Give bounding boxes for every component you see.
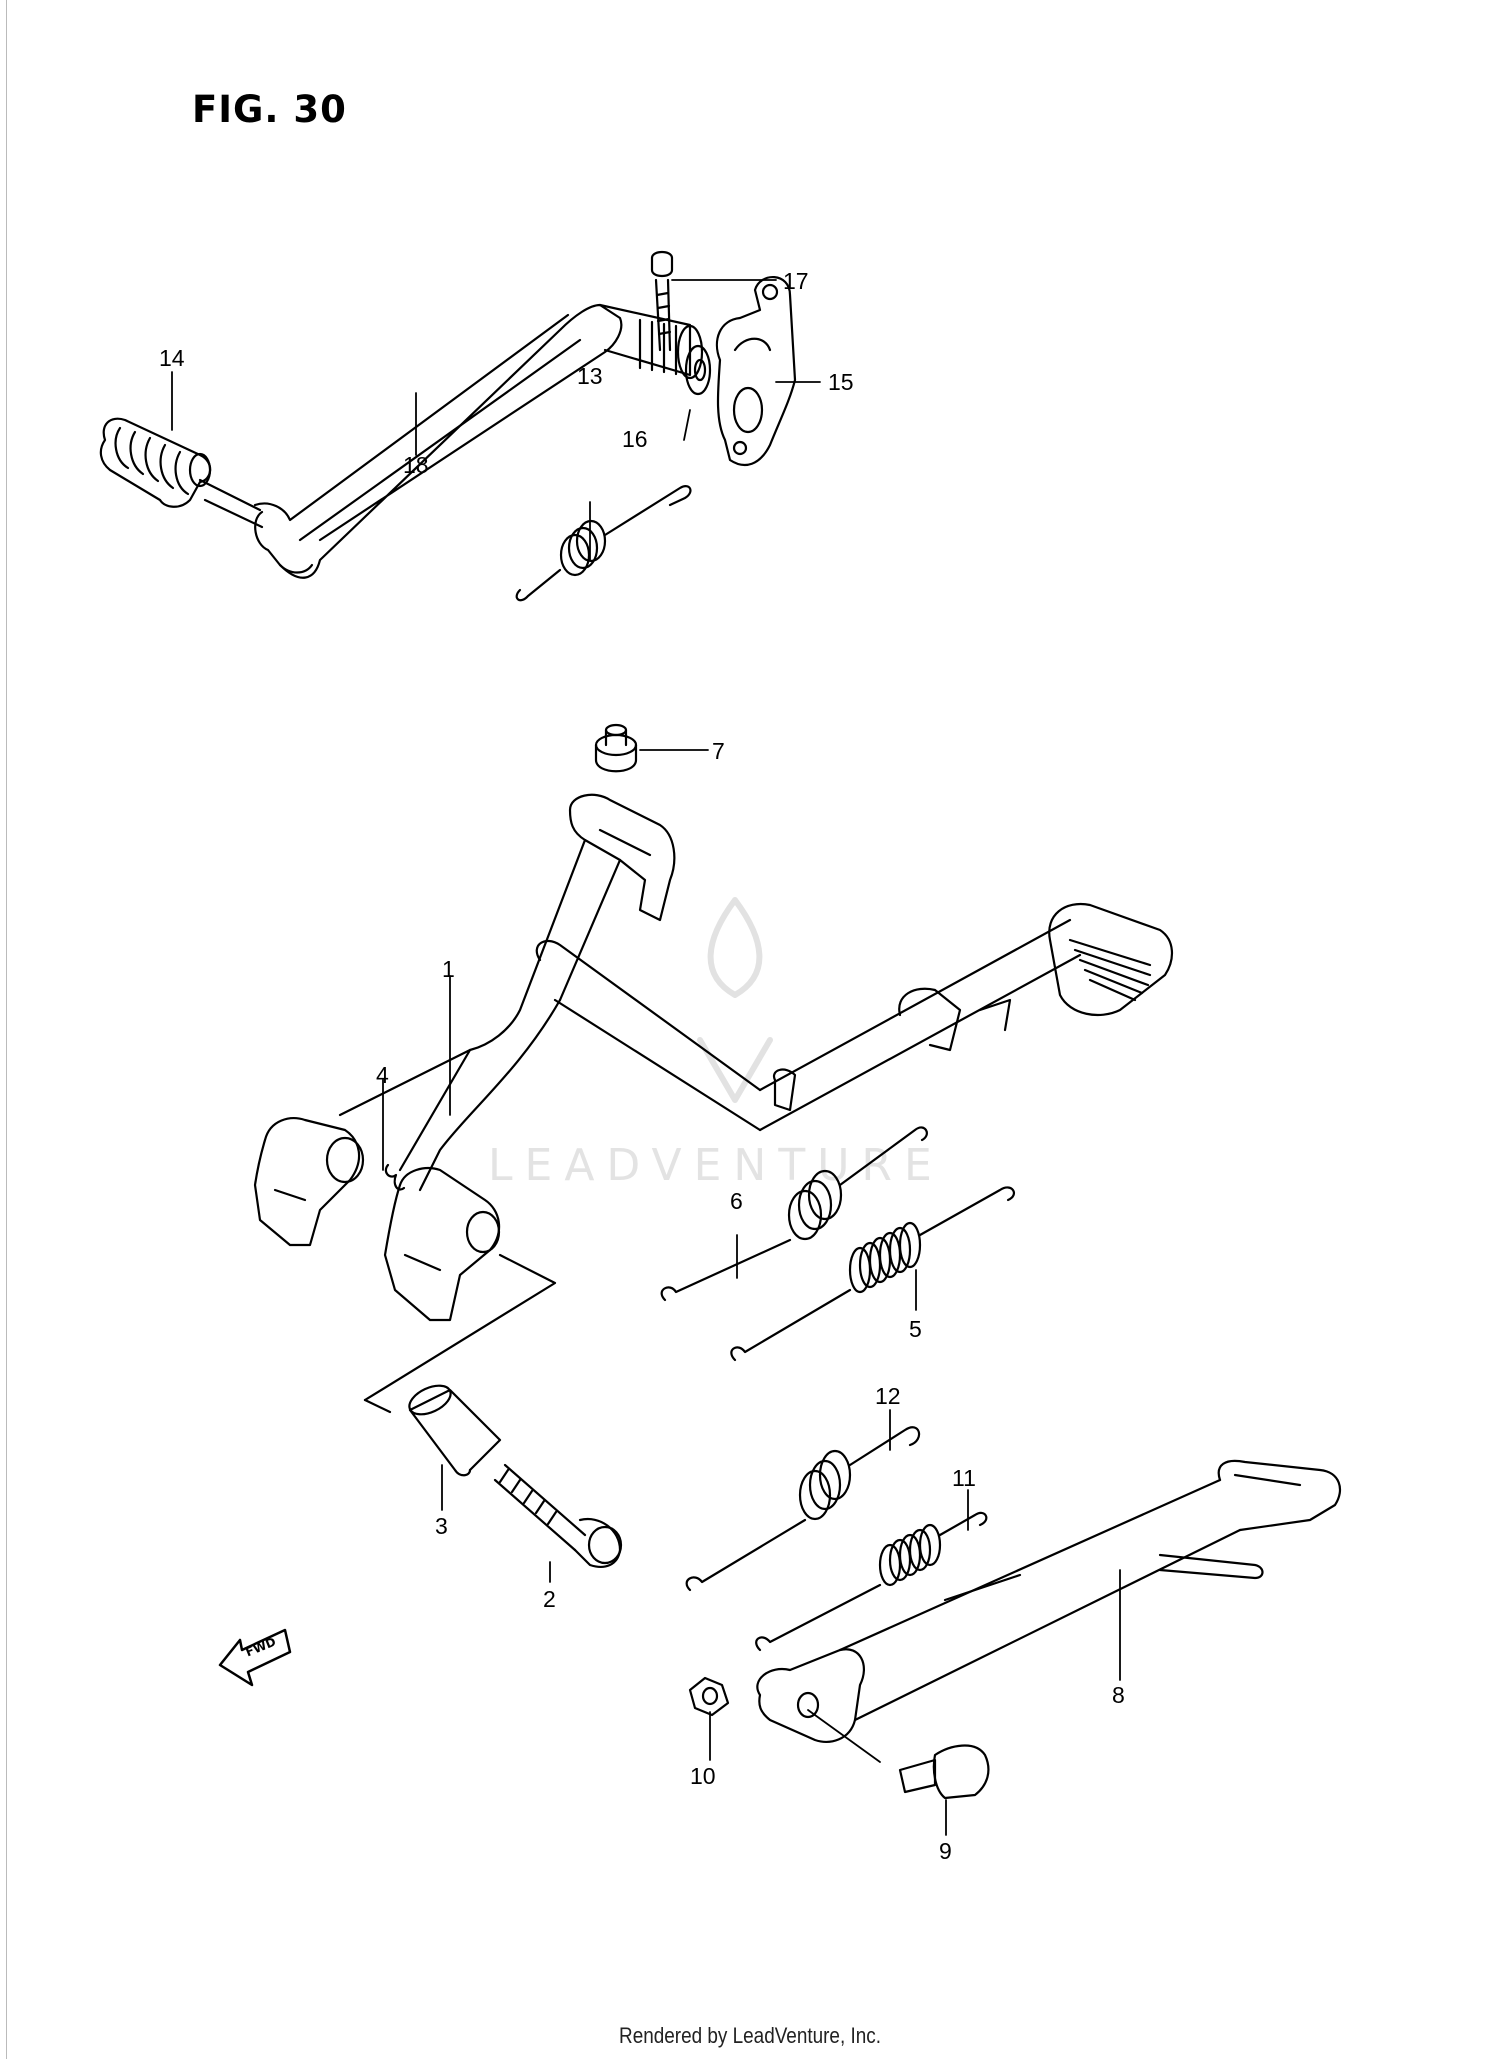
callout-12: 12 bbox=[875, 1383, 901, 1409]
callout-13: 13 bbox=[577, 363, 603, 389]
callout-8: 8 bbox=[1112, 1682, 1125, 1708]
spring-11 bbox=[755, 1511, 988, 1652]
pipe-3 bbox=[408, 1384, 502, 1477]
callout-11: 11 bbox=[952, 1465, 976, 1491]
leader-lines bbox=[171, 279, 1121, 1836]
footrest-rubber-14 bbox=[99, 417, 212, 508]
callout-14: 14 bbox=[159, 345, 185, 371]
callout-5: 5 bbox=[909, 1316, 922, 1342]
kick-starter-arm-15 bbox=[715, 276, 797, 467]
callout-9: 9 bbox=[939, 1838, 952, 1864]
callout-7: 7 bbox=[712, 738, 725, 764]
page-margin-line bbox=[6, 0, 7, 2059]
callout-4: 4 bbox=[376, 1062, 389, 1088]
callout-3: 3 bbox=[435, 1513, 448, 1539]
bolt-17 bbox=[650, 250, 674, 352]
watermark-logo bbox=[697, 897, 773, 1103]
spring-12 bbox=[685, 1426, 921, 1592]
figure-title: FIG. 30 bbox=[192, 88, 347, 131]
kick-lever-13 bbox=[198, 303, 623, 579]
callout-15: 15 bbox=[828, 369, 854, 395]
nut-10 bbox=[688, 1676, 730, 1717]
bolt-2 bbox=[493, 1463, 623, 1568]
pivot-bracket-outline bbox=[363, 1253, 557, 1414]
footer-credit: Rendered by LeadVenture, Inc. bbox=[619, 2023, 881, 2048]
stopper-rubber-7 bbox=[594, 723, 638, 773]
callout-17: 17 bbox=[783, 268, 809, 294]
callout-18: 18 bbox=[403, 452, 429, 478]
spring-hook-4 bbox=[384, 1163, 406, 1191]
watermark-text: LEADVENTURE bbox=[488, 1140, 944, 1191]
callout-16: 16 bbox=[622, 426, 648, 452]
fwd-arrow-icon bbox=[218, 1628, 292, 1687]
callout-2: 2 bbox=[543, 1586, 556, 1612]
callout-1: 1 bbox=[442, 956, 455, 982]
kick-return-spring-18 bbox=[515, 485, 692, 602]
return-spring-5 bbox=[730, 1186, 1015, 1362]
bolt-9 bbox=[898, 1744, 990, 1800]
washer-16 bbox=[684, 344, 712, 396]
return-spring-6 bbox=[660, 1126, 928, 1302]
side-stand-8 bbox=[756, 1459, 1342, 1743]
callout-6: 6 bbox=[730, 1188, 743, 1214]
center-stand-1 bbox=[253, 793, 1173, 1322]
callout-10: 10 bbox=[690, 1763, 716, 1789]
